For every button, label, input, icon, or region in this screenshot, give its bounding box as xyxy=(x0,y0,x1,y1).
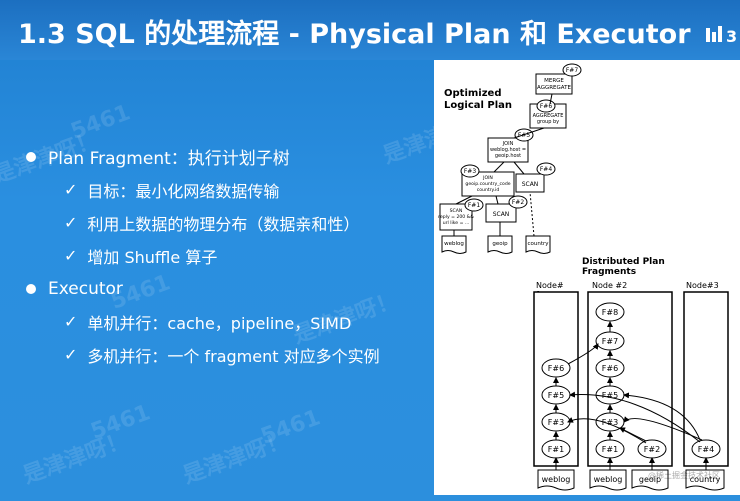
svg-text:geoip: geoip xyxy=(639,475,661,484)
bullet-item: Plan Fragment：执行计划子树 xyxy=(26,140,380,173)
fragment-f3-badge xyxy=(460,164,480,178)
svg-text:F#8: F#8 xyxy=(602,308,618,317)
svg-text:weblog: weblog xyxy=(594,475,623,484)
svg-text:F#1: F#1 xyxy=(602,445,618,454)
svg-text:geoip: geoip xyxy=(492,241,508,247)
svg-text:F#7: F#7 xyxy=(602,337,618,346)
svg-text:F#1: F#1 xyxy=(468,202,480,209)
sub-item-label: 多机并行：一个 fragment 对应多个实例 xyxy=(87,346,380,366)
sub-item: ✓ 增加 Shuffle 算子 xyxy=(26,239,380,272)
watermark-number: 5461 xyxy=(257,405,324,450)
table-weblog-icon xyxy=(589,469,627,491)
slide-title: 1.3 SQL 的处理流程 - Physical Plan 和 Executor xyxy=(18,19,691,50)
bullet-label: Executor xyxy=(48,278,123,299)
svg-text:F#6: F#6 xyxy=(602,364,618,373)
scan-geoip-node xyxy=(485,203,517,223)
credit-watermark: @稀土掘金技术社区 xyxy=(648,470,720,480)
sub-item: ✓ 目标：最小化网络数据传输 xyxy=(26,173,380,206)
table-geoip-icon xyxy=(487,235,513,254)
brand-logo: 3 xyxy=(702,18,740,48)
table-geoip-icon xyxy=(631,469,669,491)
fragment-f7-badge xyxy=(562,63,582,77)
table-weblog-icon xyxy=(441,235,467,254)
svg-text:F#2: F#2 xyxy=(512,199,524,206)
svg-text:F#3: F#3 xyxy=(602,418,618,427)
svg-text:3: 3 xyxy=(726,27,737,46)
checkmark-icon: ✓ xyxy=(64,180,78,199)
svg-text:F#7: F#7 xyxy=(566,67,578,74)
merge-aggregate-node xyxy=(535,73,573,95)
table-country-icon xyxy=(685,469,725,491)
svg-text:F#4: F#4 xyxy=(540,166,552,173)
bullet-item: Executor xyxy=(26,272,380,305)
fragment-f2-badge xyxy=(508,195,528,209)
node2-label: Node #2 xyxy=(592,281,627,290)
node2-column xyxy=(587,291,673,467)
checkmark-icon: ✓ xyxy=(64,213,78,232)
bars-logo-icon: 3 xyxy=(706,26,737,46)
svg-text:F#4: F#4 xyxy=(698,445,714,454)
sub-item-label: 目标：最小化网络数据传输 xyxy=(87,181,280,201)
svg-text:F#6: F#6 xyxy=(540,103,552,110)
join-host-node xyxy=(487,137,529,163)
node3-column xyxy=(683,291,729,467)
fragment-f1-badge xyxy=(464,198,484,212)
sub-item-label: 利用上数据的物理分布（数据亲和性） xyxy=(87,214,360,234)
sub-item: ✓ 单机并行：cache，pipeline，SIMD xyxy=(26,305,380,338)
svg-text:F#5: F#5 xyxy=(518,132,530,139)
checkmark-icon: ✓ xyxy=(64,345,78,364)
svg-text:F#5: F#5 xyxy=(548,391,564,400)
svg-text:F#1: F#1 xyxy=(548,445,564,454)
bullet-dot-icon xyxy=(26,151,36,162)
sub-item: ✓ 利用上数据的物理分布（数据亲和性） xyxy=(26,206,380,239)
svg-text:F#3: F#3 xyxy=(548,418,564,427)
bullet-label: Plan Fragment：执行计划子树 xyxy=(48,149,290,169)
svg-text:SCAN: SCAN xyxy=(522,181,539,188)
bullet-dot-icon xyxy=(26,283,36,294)
sub-item-label: 增加 Shuffle 算子 xyxy=(87,247,218,267)
watermark-number: 5461 xyxy=(67,100,134,145)
title-bar: 1.3 SQL 的处理流程 - Physical Plan 和 Executor… xyxy=(0,0,740,60)
sub-item-label: 单机并行：cache，pipeline，SIMD xyxy=(87,313,352,333)
svg-text:country: country xyxy=(690,475,721,484)
table-weblog-icon xyxy=(537,469,575,491)
node3-label: Node#3 xyxy=(686,281,719,290)
svg-text:SCAN: SCAN xyxy=(493,211,510,218)
checkmark-icon: ✓ xyxy=(64,246,78,265)
svg-text:F#2: F#2 xyxy=(644,445,660,454)
svg-text:weblog: weblog xyxy=(444,241,464,247)
svg-text:F#6: F#6 xyxy=(548,364,564,373)
sub-item: ✓ 多机并行：一个 fragment 对应多个实例 xyxy=(26,338,380,371)
svg-text:F#5: F#5 xyxy=(602,391,618,400)
svg-text:country: country xyxy=(527,241,549,247)
svg-text:weblog: weblog xyxy=(542,475,571,484)
svg-text:F#3: F#3 xyxy=(464,168,476,175)
checkmark-icon: ✓ xyxy=(64,312,78,331)
optimized-plan-title: Optimized Logical Plan xyxy=(444,88,512,111)
table-country-icon xyxy=(525,235,551,254)
fragment-f4-badge xyxy=(536,162,556,176)
bullet-list: Plan Fragment：执行计划子树 ✓ 目标：最小化网络数据传输 ✓ 利用… xyxy=(26,140,380,371)
